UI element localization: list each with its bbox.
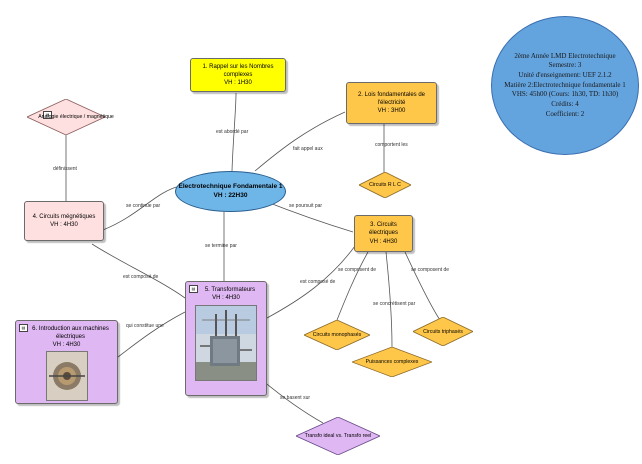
info-line-5: VHS: 45h00 (Cours: 1h30, TD: 1h30) — [511, 90, 619, 99]
node-circuits-rlc[interactable]: Circuits R L C — [359, 172, 411, 198]
edge-label-se-termine-par: se termine par — [205, 243, 237, 249]
info-line-2: Semestre: 3 — [548, 61, 582, 70]
node-puissances-complexes[interactable]: Puissances complexes — [352, 347, 432, 377]
edge-circuits-tri — [404, 251, 441, 321]
analogie-label: Analogie électrique / magnétique — [38, 114, 114, 120]
edge-circuits-mono — [336, 251, 369, 321]
transfo-subtitle: VH : 4H30 — [212, 295, 240, 302]
edge-central-rappel — [231, 92, 237, 172]
edge-label-se-concretisent-par: se concrétisent par — [373, 301, 416, 307]
edge-label-qui-constitue-une: qui constitue une — [126, 323, 164, 329]
node-circuits-magnetiques[interactable]: 4. Circuits mégnétiques VH : 4H30 — [24, 201, 104, 241]
magnetiques-title: 4. Circuits mégnétiques — [32, 213, 96, 220]
central-subtitle: VH : 22H30 — [213, 191, 248, 199]
info-line-1: 2ème Année LMD Electrotechnique — [514, 51, 616, 60]
edge-transfo-machines — [117, 311, 186, 358]
node-lois-fondamentales[interactable]: 2. Lois fondamentales de l'électricité V… — [346, 82, 437, 124]
node-rappel-nombres-complexes[interactable]: 1. Rappel sur les Nombres complexes VH :… — [190, 58, 286, 92]
magnetiques-subtitle: VH : 4H30 — [50, 222, 78, 228]
circuits-elec-subtitle: VH : 4H30 — [369, 238, 398, 245]
edge-central-lois — [254, 111, 346, 172]
edge-circuits-puissances — [385, 251, 393, 348]
rappel-subtitle: VH : 1H30 — [224, 80, 252, 87]
edge-label-se-continue-par: se continue par — [126, 203, 161, 209]
edge-label-se-composent-de-2: se composent de — [411, 267, 449, 273]
edge-transfo-ideal — [261, 379, 324, 424]
node-transfo-ideal-reel[interactable]: Transfo ideal vs. Transfo reel — [296, 417, 380, 455]
image-badge-icon: ▤ — [189, 285, 198, 293]
edge-label-fait-appel-aux: fait appel aux — [293, 146, 323, 152]
edge-label-se-composent-de-1: se composent de — [338, 267, 376, 273]
rlc-label: Circuits R L C — [369, 182, 401, 188]
node-circuits-monophases[interactable]: Circuits monophasés — [304, 320, 370, 350]
edge-label-est-aborde-par: est abordé par — [216, 129, 249, 135]
edge-label-se-basent-sur: se basent sur — [280, 395, 310, 401]
tri-label: Circuits triphasés — [423, 328, 463, 335]
central-node[interactable]: Electrotechnique Fondamentale 1 VH : 22H… — [175, 171, 286, 212]
edge-label-est-compose-de-1: est composé de — [123, 274, 159, 280]
rappel-title: 1. Rappel sur les Nombres complexes — [202, 63, 274, 78]
edge-central-magnetiques — [102, 185, 181, 231]
edge-label-definissent: définissent — [53, 166, 78, 172]
machines-subtitle: VH : 4H30 — [52, 342, 81, 349]
info-line-3: Unité d'enseignement: UEF 2.1.2 — [518, 71, 612, 80]
puissances-label: Puissances complexes — [365, 359, 419, 365]
edge-transfo-magnetiques — [91, 243, 186, 299]
course-info-circle: 2ème Année LMD Electrotechnique Semestre… — [491, 16, 639, 155]
lois-title: 2. Lois fondamentales de l'électricité — [357, 91, 426, 106]
machines-title: 6. Introduction aux machines électriques — [32, 326, 109, 341]
info-line-6: Crédits: 4 — [551, 99, 579, 108]
edge-label-se-poursuit-par: se poursuit par — [289, 203, 322, 209]
node-transformateurs[interactable]: ▤ 5. Transformateurs VH : 4H30 — [185, 281, 267, 396]
node-analogie[interactable]: ▤ Analogie électrique / magnétique — [27, 99, 114, 135]
node-circuits-triphases[interactable]: Circuits triphasés — [413, 317, 473, 346]
motor-photo — [45, 351, 88, 402]
transformer-photo — [195, 305, 257, 382]
image-badge-icon: ▤ — [19, 324, 28, 332]
ideal-label: Transfo ideal vs. Transfo reel — [304, 433, 372, 439]
transfo-title: 5. Transformateurs — [204, 287, 256, 293]
image-badge-icon: ▤ — [43, 111, 52, 119]
edge-label-est-compose-de-2: est composé de — [300, 279, 336, 285]
circuits-elec-title: 3. Circuits électriques — [368, 222, 398, 237]
central-title: Electrotechnique Fondamentale 1 — [178, 182, 283, 190]
mono-label: Circuits monophasés — [312, 332, 362, 338]
edge-transfo-circuits — [266, 245, 356, 319]
info-line-7: Coefficient: 2 — [545, 109, 585, 118]
node-machines-electriques[interactable]: ▤ 6. Introduction aux machines électriqu… — [15, 320, 118, 404]
node-circuits-electriques[interactable]: 3. Circuits électriques VH : 4H30 — [354, 215, 413, 252]
lois-subtitle: VH : 3H00 — [377, 108, 406, 115]
info-line-4: Matière 2:Electrotechnique fondamentale … — [504, 80, 626, 89]
edge-label-comportent-les: comportent les — [375, 142, 408, 148]
